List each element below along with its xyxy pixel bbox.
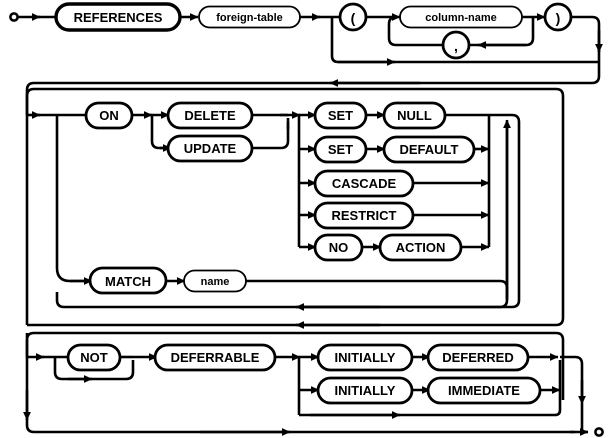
wire-deferrable-block-top xyxy=(25,331,565,400)
label-match: MATCH xyxy=(105,274,151,289)
label-column-name: column-name xyxy=(425,12,497,24)
wire-action-collect-down xyxy=(489,113,521,300)
label-cascade: CASCADE xyxy=(332,176,397,191)
label-delete: DELETE xyxy=(184,108,236,123)
wire-action-return-b xyxy=(300,299,521,309)
end-marker xyxy=(594,427,604,437)
start-marker xyxy=(9,12,19,22)
label-deferred: DEFERRED xyxy=(442,350,514,365)
label-restrict: RESTRICT xyxy=(332,208,397,223)
label-initially-1: INITIALLY xyxy=(335,350,396,365)
label-rparen: ) xyxy=(556,10,561,26)
label-set-1: SET xyxy=(328,108,353,123)
wire-comma-loop-left xyxy=(387,15,443,47)
wire-action-block-skip xyxy=(300,210,565,327)
wire-name-out xyxy=(246,279,509,298)
wire-action-return-left xyxy=(55,292,300,309)
label-no: NO xyxy=(329,240,349,255)
label-set-2: SET xyxy=(328,142,353,157)
label-update: UPDATE xyxy=(184,141,237,156)
label-default: DEFAULT xyxy=(400,142,459,157)
label-lparen: ( xyxy=(351,10,356,26)
wire-return-left xyxy=(25,81,340,103)
wire-row1-to-row2 xyxy=(340,50,601,85)
wire-rparen-out xyxy=(571,15,601,50)
label-initially-2: INITIALLY xyxy=(335,383,396,398)
wire-row3-out xyxy=(560,355,584,400)
wire-optional-action-top xyxy=(25,87,565,210)
label-comma: , xyxy=(454,38,458,54)
label-references: REFERENCES xyxy=(74,10,163,25)
wire-update-out xyxy=(252,122,290,150)
label-deferrable: DEFERRABLE xyxy=(171,350,260,365)
wire-not-bypass xyxy=(53,357,135,381)
label-on: ON xyxy=(99,108,119,123)
label-name: name xyxy=(201,276,230,288)
wire-paren-bypass xyxy=(330,17,556,64)
wire-final-join xyxy=(580,403,588,434)
wire-branch-to-match-turn xyxy=(55,267,90,283)
label-action: ACTION xyxy=(396,240,446,255)
label-foreign-table: foreign-table xyxy=(216,12,283,24)
label-null: NULL xyxy=(397,108,432,123)
wire-initially-bypass-join xyxy=(554,360,562,417)
label-immediate: IMMEDIATE xyxy=(448,383,520,398)
wire-to-update xyxy=(150,115,169,150)
label-not: NOT xyxy=(80,350,108,365)
wire-comma-loop-right xyxy=(470,17,535,47)
wire-row3-block-bypass xyxy=(25,340,575,434)
